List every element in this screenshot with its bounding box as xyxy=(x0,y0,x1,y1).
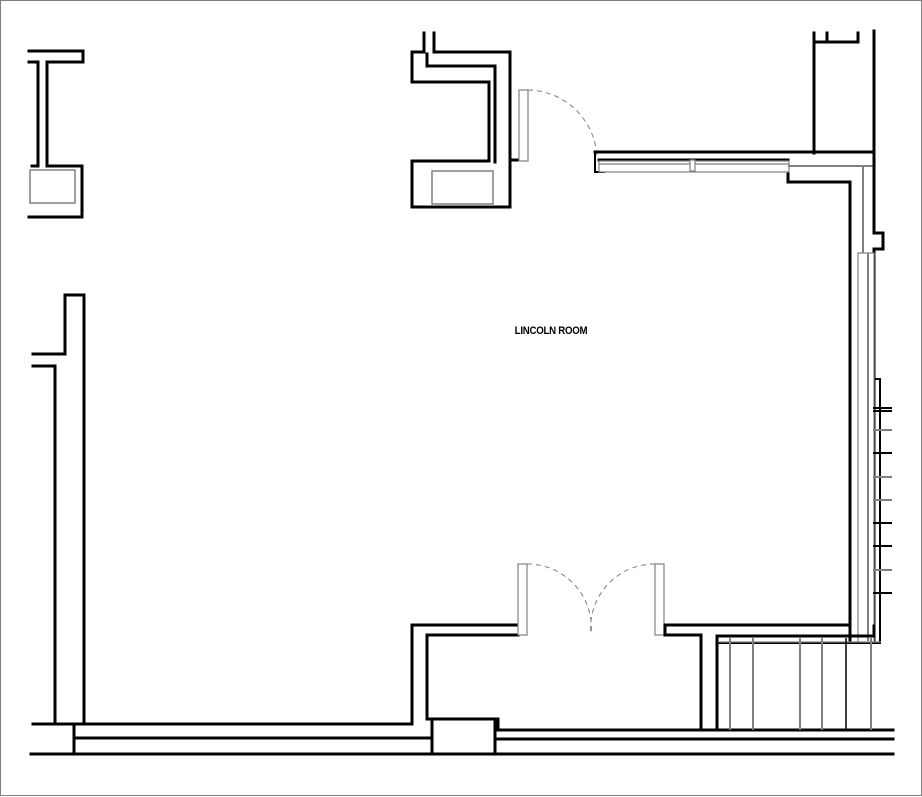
hearth-middle xyxy=(431,170,494,205)
wall-left xyxy=(31,293,86,726)
wall-top-right xyxy=(593,150,875,643)
hearth-left xyxy=(29,169,76,204)
wall-bottom-left xyxy=(29,623,895,756)
window-bay-right xyxy=(717,378,892,644)
fireplace-middle xyxy=(410,31,522,209)
room-label: LINCOLN ROOM xyxy=(514,325,588,337)
wall-bottom-right xyxy=(663,623,876,732)
fireplace-left xyxy=(27,49,85,219)
stairs xyxy=(718,638,881,730)
door-top xyxy=(518,89,598,162)
double-door-bottom xyxy=(517,563,665,636)
